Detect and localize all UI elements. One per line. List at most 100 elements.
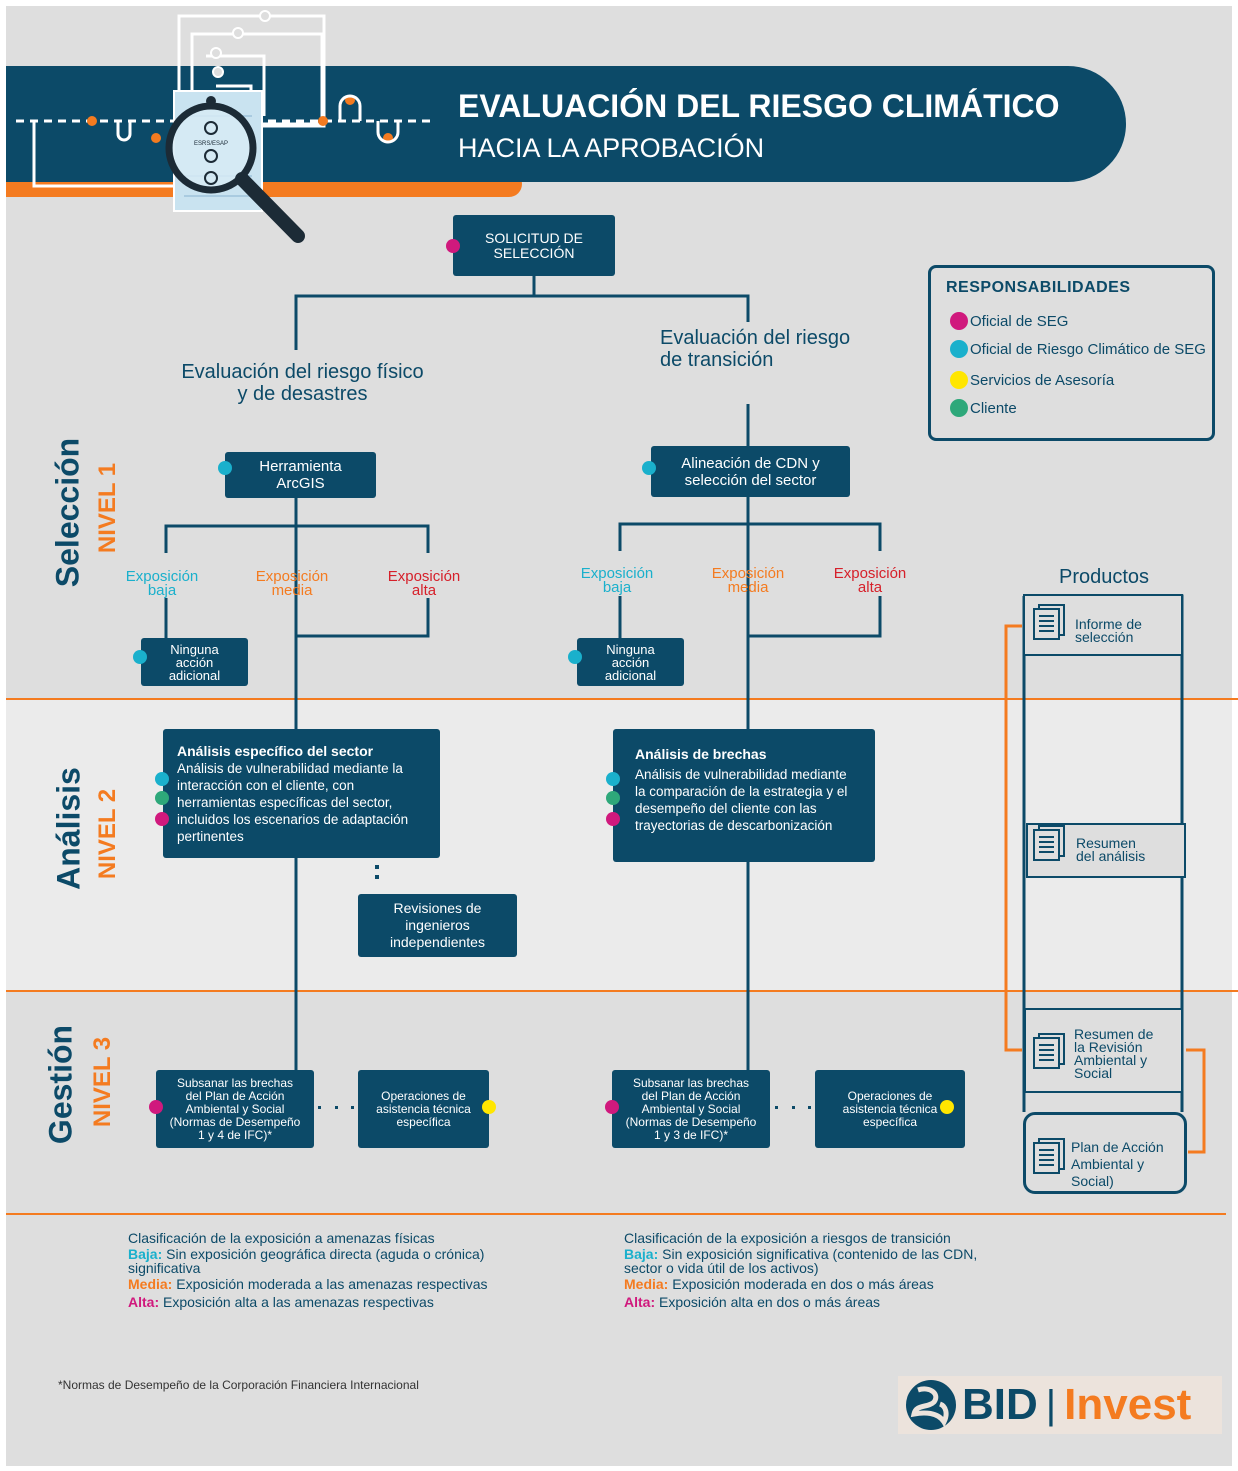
transition-low-text: Sin exposición significativa (contenido … (658, 1246, 978, 1262)
transition-no-action-line3: adicional (604, 667, 657, 683)
sector-analysis-body-5: pertinentes (177, 829, 244, 844)
transition-fix-line3: Ambiental y Social (641, 1101, 741, 1116)
logo-bid: BID (962, 1380, 1038, 1429)
transition-assist-box: Operaciones de asistencia técnica especí… (815, 1070, 965, 1148)
legend-label-4: Cliente (970, 399, 1017, 417)
engineer-reviews-box: Revisiones de ingenieros independientes (358, 894, 517, 957)
product-2-line2: del análisis (1076, 848, 1146, 864)
physical-no-action-line1: Ninguna (170, 641, 219, 657)
logo-invest: Invest (1064, 1380, 1192, 1429)
transition-no-action-box: Ninguna acción adicional (577, 638, 684, 686)
legend-item-oficial-riesgo: Oficial de Riesgo Climático de SEG (950, 340, 1206, 358)
dot-servicios-asesoria (482, 1100, 496, 1114)
physical-mid-line1: Exposición (255, 568, 329, 585)
physical-assist-line2: asistencia técnica (376, 1101, 471, 1116)
transition-title-line1: Evaluación del riesgo (660, 327, 851, 349)
physical-mid-key: Media: (128, 1276, 173, 1292)
transition-fix-line4: (Normas de Desempeño (625, 1114, 757, 1129)
solicitud-line1: SOLICITUD DE (484, 229, 583, 246)
sector-analysis-body-3: herramientas específicas del sector, (177, 795, 393, 810)
physical-high-line1: Exposición (387, 568, 461, 585)
transition-mid-line2: media (727, 579, 769, 596)
level-2-label: NIVEL 2 (94, 788, 121, 880)
legend-item-cliente: Cliente (950, 399, 1017, 417)
physical-branch-title: Evaluación del riesgo físico y de desast… (150, 361, 455, 405)
dot-oficial-riesgo-climatico (642, 461, 656, 475)
ellipsis-horizontal (318, 1106, 354, 1110)
transition-exposure-low: Exposición baja (571, 566, 663, 595)
physical-fix-line5: 1 y 4 de IFC)* (197, 1127, 273, 1142)
transition-title-line2: de transición (660, 349, 774, 371)
magnifier-illustration: ESRS/ESAP (16, 10, 431, 243)
physical-notes-low-cont: significativa (128, 1260, 201, 1276)
physical-notes-high: Alta: Exposición alta a las amenazas res… (128, 1294, 528, 1310)
transition-assist-line3: específica (862, 1114, 918, 1129)
physical-low-text: Sin exposición geográfica directa (aguda… (162, 1246, 485, 1262)
arcgis-box: Herramienta ArcGIS (225, 452, 376, 498)
sector-analysis-title: Análisis específico del sector (177, 743, 374, 759)
bid-globe-icon (906, 1380, 956, 1430)
transition-high-line1: Exposición (833, 565, 907, 582)
arcgis-line2: ArcGIS (276, 475, 325, 492)
dot-oficial-riesgo-climatico (218, 461, 232, 475)
physical-exposure-low: Exposición baja (116, 569, 208, 599)
products-title: Productos (1059, 566, 1150, 588)
gap-analysis-box: Análisis de brechas Análisis de vulnerab… (613, 729, 875, 862)
divider-1 (6, 698, 1238, 700)
transition-high-text: Exposición alta en dos o más áreas (655, 1294, 881, 1310)
level-1-name: Selección (49, 437, 86, 588)
transition-mid-key: Media: (624, 1276, 669, 1292)
transition-exposure-high: Exposición alta (824, 565, 916, 596)
ellipsis-horizontal (775, 1106, 811, 1110)
green-dot-icon (950, 399, 968, 417)
physical-title-line2: y de desastres (237, 383, 368, 405)
cdn-line2: selección del sector (684, 471, 817, 489)
legend-label-1: Oficial de SEG (970, 312, 1069, 330)
transition-low-key: Baja: (624, 1246, 659, 1262)
transition-notes-low-cont: sector o vida útil de los activos) (624, 1260, 819, 1276)
physical-classification-notes: Clasificación de la exposición a amenaza… (128, 1230, 528, 1310)
product-3-line1: Resumen de (1074, 1026, 1154, 1042)
divider-2 (6, 990, 1238, 992)
transition-notes-mid: Media: Exposición moderada en dos o más … (624, 1276, 1044, 1292)
product-4-line2: Ambiental y (1071, 1156, 1145, 1172)
transition-high-key: Alta: (624, 1294, 656, 1310)
product-4-line1: Plan de Acción (1071, 1139, 1164, 1155)
level-1-label: NIVEL 1 (94, 462, 121, 554)
physical-low-line2: baja (147, 582, 177, 599)
responsibilities-legend (928, 265, 1215, 441)
physical-fix-line2: del Plan de Acción (185, 1088, 285, 1103)
transition-mid-line1: Exposición (711, 565, 785, 582)
ifc-footnote: *Normas de Desempeño de la Corporación F… (58, 1378, 419, 1392)
physical-low-key: Baja: (128, 1246, 163, 1262)
divider-3 (6, 1213, 1226, 1215)
physical-notes-mid: Media: Exposición moderada a las amenaza… (128, 1276, 528, 1292)
legend-label-3: Servicios de Asesoría (970, 371, 1115, 389)
transition-assist-line1: Operaciones de (847, 1088, 933, 1103)
physical-no-action-line2: acción (175, 654, 214, 670)
dot-cliente (606, 791, 620, 805)
transition-mid-text: Exposición moderada en dos o más áreas (668, 1276, 934, 1292)
sector-analysis-body-4: incluidos los escenarios de adaptación (177, 812, 409, 827)
dot-oficial-riesgo-climatico (606, 772, 620, 786)
product-resumen-revision-label: Resumen de la Revisión Ambiental y Socia… (1074, 1026, 1154, 1080)
dot-oficial-seg (446, 239, 460, 253)
solicitud-line2: SELECCIÓN (493, 244, 575, 261)
cyan-dot-icon (950, 340, 968, 358)
physical-assist-box: Operaciones de asistencia técnica especí… (358, 1070, 489, 1148)
arcgis-line1: Herramienta (259, 458, 342, 475)
sector-analysis-body-2: interacción con el cliente, con (177, 778, 355, 793)
transition-high-line2: alta (857, 579, 883, 596)
solicitud-seleccion-box: SOLICITUD DE SELECCIÓN (453, 215, 615, 276)
magnifier-label: ESRS/ESAP (194, 141, 228, 147)
transition-notes-heading: Clasificación de la exposición a riesgos… (624, 1230, 951, 1246)
transition-fix-line5: 1 y 3 de IFC)* (653, 1127, 729, 1142)
bid-invest-logo: BID | Invest (898, 1376, 1222, 1434)
dot-oficial-seg (606, 812, 620, 826)
legend-label-2: Oficial de Riesgo Climático de SEG (970, 340, 1206, 358)
physical-notes-heading: Clasificación de la exposición a amenaza… (128, 1230, 435, 1246)
physical-fix-line1: Subsanar las brechas (176, 1075, 294, 1090)
product-2-line1: Resumen (1076, 835, 1136, 851)
dot-oficial-seg (149, 1100, 163, 1114)
